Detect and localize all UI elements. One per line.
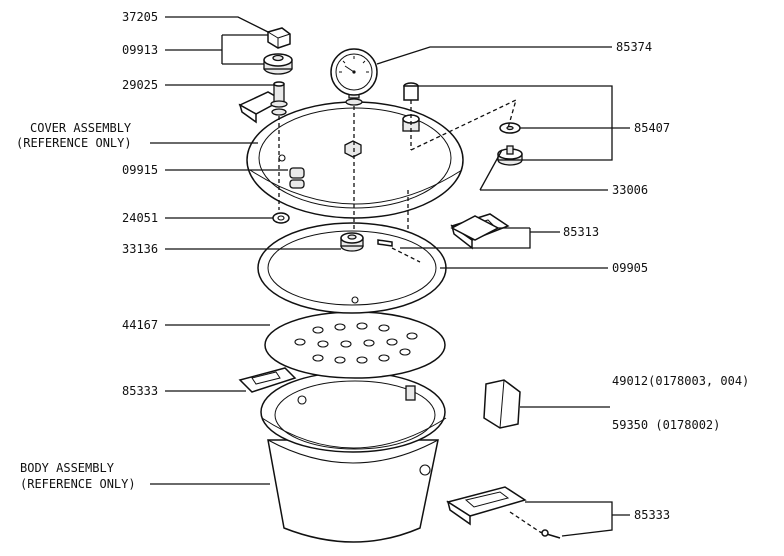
- label-33136: 33136: [122, 242, 158, 256]
- handle-screw: [509, 511, 561, 539]
- assembly-guides: [278, 98, 518, 263]
- label-09905: 09905: [612, 261, 648, 275]
- label-85333-top: 85333: [122, 384, 158, 398]
- label-85374: 85374: [616, 40, 652, 54]
- leader-lines: [150, 16, 630, 537]
- regulator-base: [263, 53, 293, 75]
- label-49012: 49012(0178003, 004): [612, 374, 749, 388]
- cooking-rack: [264, 311, 446, 379]
- part-labels: 37205 09913 29025 COVER ASSEMBLY (REFERE…: [16, 10, 749, 522]
- label-85407: 85407: [634, 121, 670, 135]
- pressure-gauge: [330, 48, 378, 106]
- label-24051: 24051: [122, 211, 158, 225]
- washer-24051: [272, 212, 290, 224]
- pressure-regulator-weight: [267, 27, 291, 49]
- sealing-ring: [257, 222, 447, 314]
- gauge-fitting-33136: [340, 232, 393, 252]
- label-body-reference: (REFERENCE ONLY): [20, 477, 136, 491]
- body-handle-right: [446, 486, 527, 526]
- label-33006: 33006: [612, 183, 648, 197]
- label-85333-bottom: 85333: [634, 508, 670, 522]
- air-vent-parts-right: [497, 122, 523, 166]
- label-09915: 09915: [122, 163, 158, 177]
- cooker-body: [260, 371, 447, 543]
- label-cover-reference: (REFERENCE ONLY): [16, 136, 132, 150]
- label-37205: 37205: [122, 10, 158, 24]
- label-body-assembly: BODY ASSEMBLY: [20, 461, 115, 475]
- label-44167: 44167: [122, 318, 158, 332]
- label-29025: 29025: [122, 78, 158, 92]
- label-cover-assembly: COVER ASSEMBLY: [30, 121, 132, 135]
- instruction-booklet: [483, 379, 521, 429]
- label-85313: 85313: [563, 225, 599, 239]
- label-59350: 59350 (0178002): [612, 418, 720, 432]
- vent-pipe: [270, 81, 288, 116]
- body-handle-left: [238, 367, 297, 393]
- label-09913: 09913: [122, 43, 158, 57]
